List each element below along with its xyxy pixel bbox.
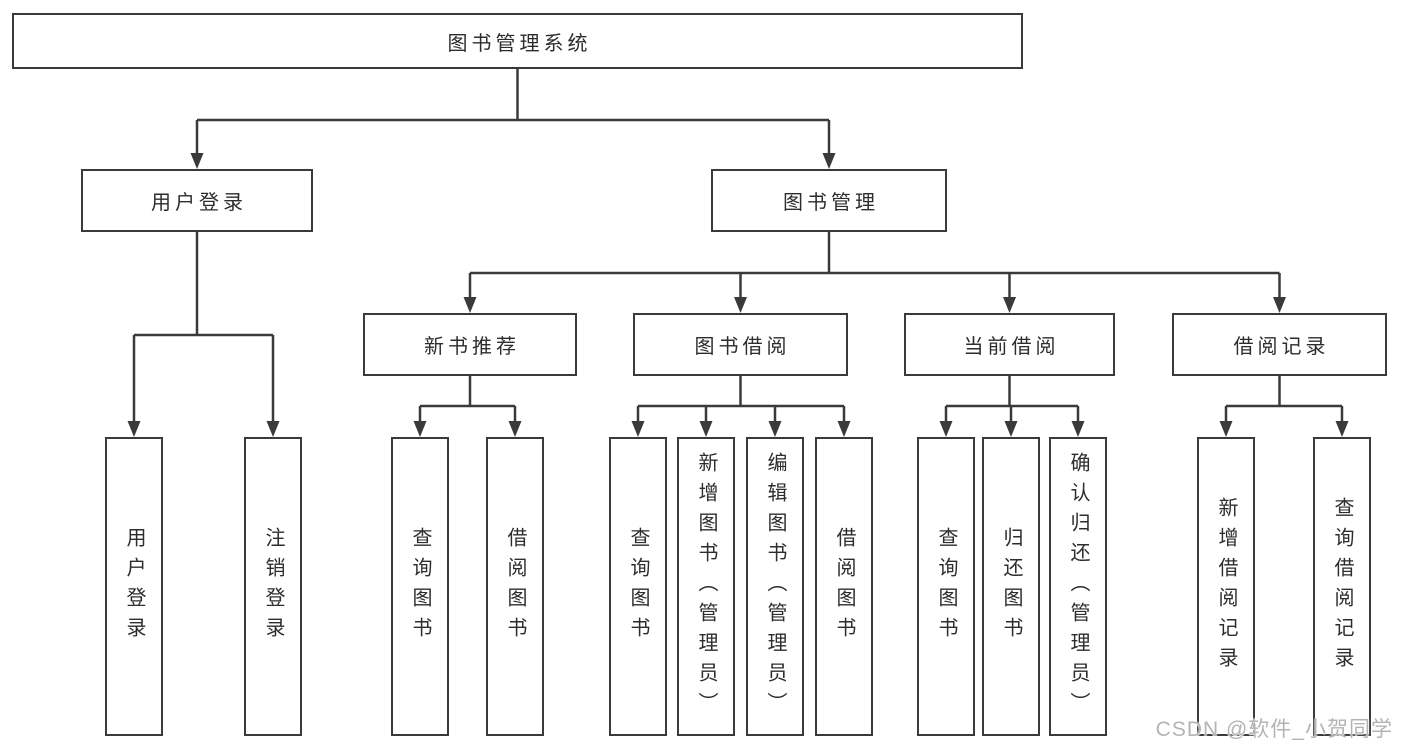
connector-current-borrow-children: [939, 376, 1085, 437]
leaf-add-borrow-record: 新增借阅记录: [1197, 437, 1255, 736]
leaf-borrow-books: 借阅图书: [815, 437, 873, 736]
connector-book-borrow-children: [631, 376, 851, 437]
leaf-user-login-label: 用户登录: [123, 526, 145, 647]
connector-user-login-children: [127, 232, 280, 437]
leaf-borrow-books-recommend-label: 借阅图书: [504, 526, 526, 647]
leaf-logout: 注销登录: [244, 437, 302, 736]
leaf-user-login: 用户登录: [105, 437, 163, 736]
leaf-query-books-recommend: 查询图书: [391, 437, 449, 736]
leaf-query-borrow-record: 查询借阅记录: [1313, 437, 1371, 736]
leaf-query-borrow-record-label: 查询借阅记录: [1331, 496, 1353, 677]
node-book-borrowing-label: 图书借阅: [694, 336, 791, 358]
leaf-return-books: 归还图书: [982, 437, 1040, 736]
node-current-borrowing-label: 当前借阅: [963, 336, 1060, 358]
connector-new-book-children: [413, 376, 522, 437]
node-book-management-label: 图书管理: [783, 192, 879, 214]
leaf-confirm-return-admin: 确认归还（管理员）: [1049, 437, 1107, 736]
node-user-login-label: 用户登录: [151, 192, 247, 214]
leaf-query-books-current-label: 查询图书: [935, 526, 957, 647]
leaf-add-borrow-record-label: 新增借阅记录: [1215, 496, 1237, 677]
node-current-borrowing: 当前借阅: [904, 313, 1115, 376]
connector-root-to-level2: [190, 69, 836, 169]
leaf-add-books-admin: 新增图书（管理员）: [677, 437, 735, 736]
node-user-login: 用户登录: [81, 169, 313, 232]
node-book-management: 图书管理: [711, 169, 947, 232]
leaf-edit-books-admin-label: 编辑图书（管理员）: [764, 451, 786, 722]
node-new-book-recommendation-label: 新书推荐: [424, 336, 520, 358]
node-borrowing-records: 借阅记录: [1172, 313, 1387, 376]
leaf-borrow-books-label: 借阅图书: [833, 526, 855, 647]
leaf-borrow-books-recommend: 借阅图书: [486, 437, 544, 736]
leaf-return-books-label: 归还图书: [1000, 526, 1022, 647]
csdn-watermark: CSDN @软件_小贺同学: [1155, 718, 1393, 741]
leaf-logout-label: 注销登录: [262, 526, 284, 647]
connector-borrow-record-children: [1219, 376, 1349, 437]
leaf-query-books-recommend-label: 查询图书: [409, 526, 431, 647]
node-book-borrowing: 图书借阅: [633, 313, 848, 376]
node-borrowing-records-label: 借阅记录: [1233, 336, 1330, 358]
leaf-query-books-borrowing: 查询图书: [609, 437, 667, 736]
leaf-add-books-admin-label: 新增图书（管理员）: [695, 451, 717, 722]
node-root-label: 图书管理系统: [447, 32, 592, 55]
leaf-query-books-borrowing-label: 查询图书: [627, 526, 649, 647]
leaf-query-books-current: 查询图书: [917, 437, 975, 736]
node-root: 图书管理系统: [12, 13, 1023, 69]
node-new-book-recommendation: 新书推荐: [363, 313, 577, 376]
leaf-edit-books-admin: 编辑图书（管理员）: [746, 437, 804, 736]
leaf-confirm-return-admin-label: 确认归还（管理员）: [1067, 451, 1089, 722]
connector-book-management-children: [463, 232, 1286, 313]
